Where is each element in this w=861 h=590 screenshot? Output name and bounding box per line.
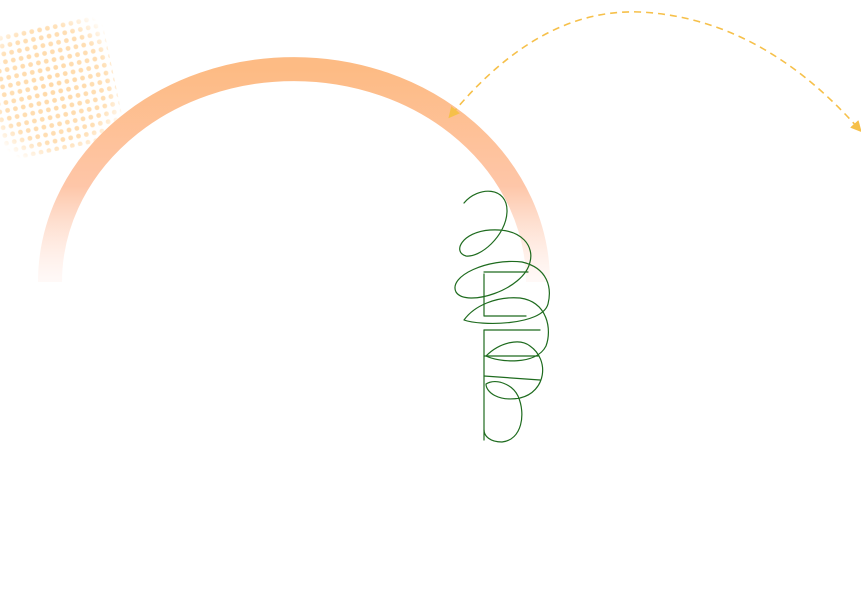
halftone-dot-patch (0, 13, 127, 163)
gradient-arc (38, 57, 550, 283)
scribble-base-line (483, 375, 541, 381)
dashed-curved-arrow (448, 11, 861, 133)
green-scribble (454, 190, 550, 443)
scribble-box-upper (483, 273, 527, 317)
scribble-loops (454, 190, 550, 443)
halftone-dots (0, 13, 127, 163)
